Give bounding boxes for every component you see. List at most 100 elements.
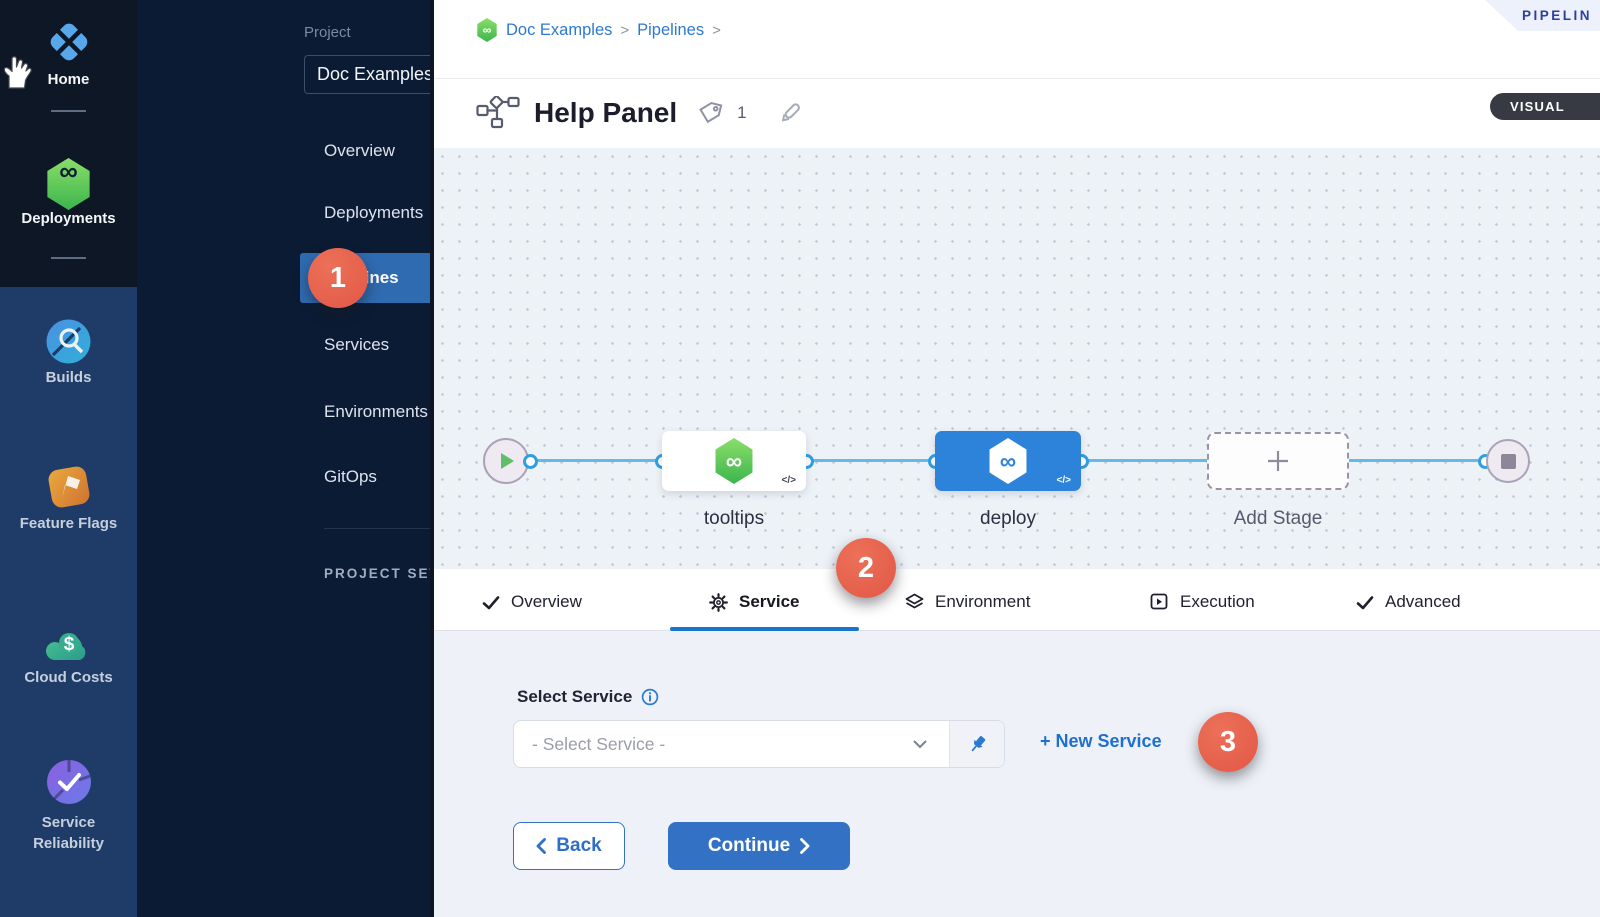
tab-advanced[interactable]: Advanced [1356, 585, 1461, 619]
pipeline-edge [530, 459, 658, 462]
harness-stage-icon: ∞ [989, 438, 1027, 484]
annotation-badge-3: 3 [1198, 712, 1258, 772]
cloud-costs-icon: $ [44, 622, 94, 664]
pipeline-start-node[interactable] [483, 438, 529, 484]
tab-execution[interactable]: Execution [1150, 585, 1255, 619]
sidebar-item-gitops[interactable]: GitOps [324, 467, 377, 486]
harness-project-icon: ∞ [477, 18, 497, 42]
pipeline-canvas[interactable]: ∞ </> tooltips ∞ </> deploy Add Stage [434, 148, 1600, 569]
module-deployments-label: Deployments [21, 210, 116, 227]
info-icon[interactable] [641, 688, 659, 706]
code-glyph: </> [1056, 475, 1071, 486]
stop-icon [1500, 453, 1516, 469]
sidebar-item-environments[interactable]: Environments [324, 402, 428, 421]
project-setup-label: PROJECT SETUP [324, 565, 463, 581]
active-tab-underline [670, 627, 859, 631]
deployments-icon: ∞ [47, 158, 90, 210]
plus-icon [1268, 451, 1288, 471]
pipeline-edge [1349, 459, 1481, 462]
select-service-row: Select Service [517, 687, 659, 707]
tag-count: 1 [737, 102, 747, 122]
project-section-label: Project [304, 24, 351, 41]
execution-play-icon [1150, 593, 1168, 609]
tab-service[interactable]: Service [709, 585, 800, 619]
module-service-reliability[interactable]: Service Reliability [0, 759, 137, 854]
check-icon [482, 595, 500, 609]
service-reliability-icon [46, 759, 92, 805]
back-button-label: Back [556, 835, 602, 856]
node-port [523, 454, 538, 469]
sidebar-item-overview[interactable]: Overview [324, 141, 395, 160]
stage-label-add-stage[interactable]: Add Stage [1233, 508, 1323, 529]
sidebar-item-deployments[interactable]: Deployments [324, 203, 424, 222]
module-service-reliability-label: Service Reliability [33, 814, 104, 852]
builds-icon [46, 319, 91, 364]
stage-label-tooltips[interactable]: tooltips [703, 508, 765, 529]
chevron-left-icon [536, 838, 547, 854]
pin-runtime-input-button[interactable] [949, 721, 1004, 767]
module-home[interactable]: Home [0, 18, 137, 88]
annotation-badge-1: 1 [308, 248, 368, 308]
tab-environment[interactable]: Environment [905, 585, 1030, 619]
select-service-label: Select Service [517, 687, 633, 706]
title-row: Help Panel 1 [476, 96, 803, 129]
rail-divider [51, 110, 86, 112]
pin-icon [971, 735, 985, 751]
module-builds[interactable]: Builds [0, 319, 137, 386]
sidebar-divider [324, 528, 535, 529]
chevron-right-icon [800, 838, 810, 854]
module-deployments[interactable]: ∞ Deployments [0, 158, 137, 227]
stage-tabbar: Overview Service Environment [434, 569, 1600, 631]
page-title: Help Panel [534, 96, 678, 128]
module-builds-label: Builds [45, 369, 92, 386]
gear-icon [709, 592, 728, 612]
pipeline-studio-ribbon-label: PIPELIN [1522, 8, 1593, 23]
select-service-dropdown[interactable]: - Select Service - [513, 720, 1005, 768]
main-area: PIPELIN ∞ Doc Examples > Pipelines > [430, 0, 1600, 917]
chevron-down-icon [913, 740, 927, 749]
stage-node-deploy[interactable]: ∞ </> [935, 431, 1081, 491]
harness-stage-icon: ∞ [715, 438, 753, 484]
layers-icon [905, 593, 924, 608]
module-cloud-costs[interactable]: $ Cloud Costs [0, 622, 137, 686]
sidebar-item-services[interactable]: Services [324, 335, 390, 354]
pipeline-studio-ribbon: PIPELIN [1485, 0, 1600, 31]
code-glyph: </> [781, 475, 796, 486]
breadcrumb-separator: > [620, 21, 630, 39]
module-feature-flags[interactable]: Feature Flags [0, 464, 137, 532]
new-service-link[interactable]: + New Service [1040, 731, 1162, 751]
breadcrumb-separator: > [712, 21, 721, 39]
play-icon [500, 453, 514, 469]
pipeline-flowchart-icon [476, 96, 520, 129]
visual-yaml-toggle[interactable]: VISUAL [1490, 93, 1600, 120]
continue-button[interactable]: Continue [668, 822, 850, 870]
module-cloud-costs-label: Cloud Costs [24, 669, 113, 686]
back-button[interactable]: Back [513, 822, 625, 870]
header-divider [434, 78, 1600, 79]
svg-text:$: $ [63, 634, 74, 655]
service-tab-content: Select Service - Select Service - [434, 631, 1600, 917]
feature-flags-icon [46, 464, 92, 510]
breadcrumb-pipelines[interactable]: Pipelines [637, 20, 705, 39]
annotation-badge-2: 2 [836, 538, 896, 598]
edit-pencil-icon[interactable] [777, 100, 803, 126]
visual-toggle-label: VISUAL [1510, 99, 1565, 114]
home-icon [45, 18, 93, 66]
continue-button-label: Continue [707, 835, 791, 856]
tab-overview[interactable]: Overview [482, 585, 582, 619]
breadcrumb-doc-examples[interactable]: Doc Examples [506, 20, 613, 39]
pipeline-end-node[interactable] [1486, 439, 1530, 483]
module-rail: Home ∞ Deployments Builds [0, 0, 137, 917]
hand-cursor-icon [0, 52, 32, 90]
project-sidebar: Project Doc Examples » Overview Deployme… [137, 0, 567, 917]
page-header: PIPELIN ∞ Doc Examples > Pipelines > [434, 0, 1600, 148]
stage-node-tooltips[interactable]: ∞ </> [662, 431, 806, 491]
project-selector-value: Doc Examples [317, 64, 434, 84]
pipeline-edge [1077, 459, 1207, 462]
pipeline-edge [802, 459, 931, 462]
add-stage-button[interactable] [1207, 432, 1349, 490]
tag-icon[interactable] [697, 100, 723, 126]
stage-label-deploy[interactable]: deploy [980, 508, 1036, 529]
breadcrumb: ∞ Doc Examples > Pipelines > [476, 18, 721, 42]
